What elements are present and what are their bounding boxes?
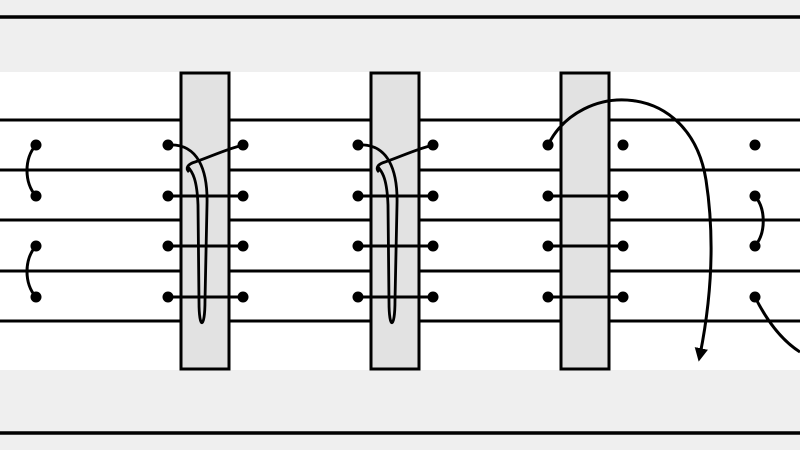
dot xyxy=(162,240,174,252)
dot xyxy=(162,190,174,202)
dot xyxy=(30,139,42,151)
bar-2-connections xyxy=(352,139,439,325)
dot xyxy=(237,190,249,202)
dot xyxy=(352,240,364,252)
dot xyxy=(30,190,42,202)
left-column-caps xyxy=(25,139,42,303)
dot xyxy=(237,139,249,151)
dot xyxy=(542,139,554,151)
dot xyxy=(162,291,174,303)
dot xyxy=(617,240,629,252)
dot xyxy=(30,291,42,303)
dot xyxy=(542,240,554,252)
dot xyxy=(352,291,364,303)
bar-1 xyxy=(179,71,231,371)
loop-strand xyxy=(357,143,399,325)
bar-3 xyxy=(559,71,611,371)
dot xyxy=(542,190,554,202)
exit-strand xyxy=(753,296,800,354)
bar-1-connections xyxy=(162,139,249,325)
dot xyxy=(352,190,364,202)
bar-3-connections xyxy=(542,98,713,362)
dot xyxy=(237,240,249,252)
dot xyxy=(749,291,761,303)
loop-strand xyxy=(167,143,209,325)
bars xyxy=(179,71,611,371)
dot xyxy=(749,139,761,151)
bar-2 xyxy=(369,71,421,371)
dot xyxy=(427,190,439,202)
arrow-strand xyxy=(546,98,713,362)
dot xyxy=(617,139,629,151)
dot xyxy=(617,190,629,202)
dot xyxy=(427,240,439,252)
dot xyxy=(749,240,761,252)
dot xyxy=(749,190,761,202)
dot xyxy=(427,139,439,151)
dot xyxy=(30,240,42,252)
dot xyxy=(617,291,629,303)
crossing-strand xyxy=(185,143,244,173)
dot xyxy=(162,139,174,151)
dot xyxy=(427,291,439,303)
dot xyxy=(352,139,364,151)
dot xyxy=(237,291,249,303)
crossing-strand xyxy=(375,143,434,173)
right-column-caps xyxy=(749,139,800,354)
dot xyxy=(542,291,554,303)
